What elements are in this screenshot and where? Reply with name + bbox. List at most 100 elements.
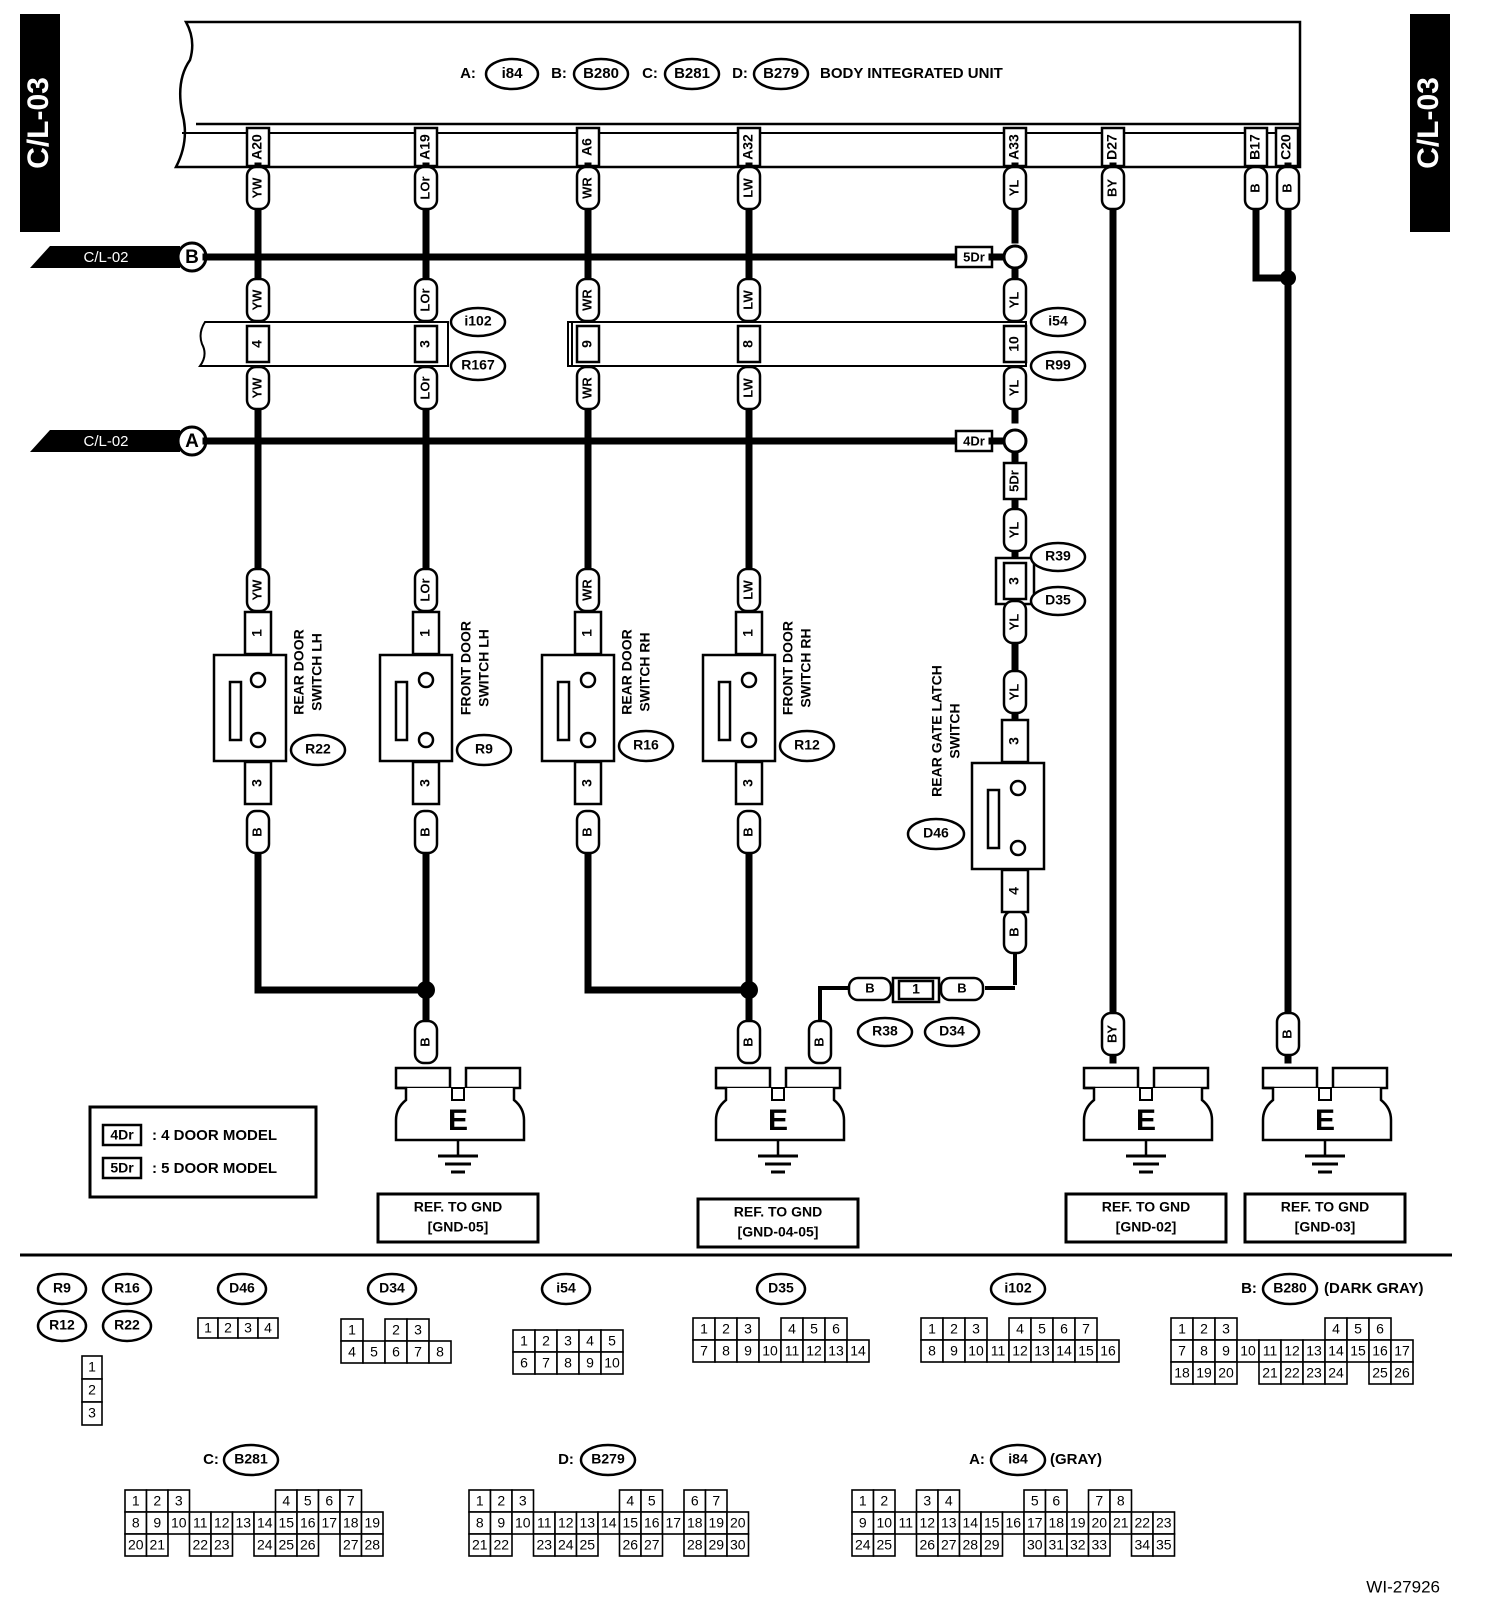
wire-color-wr: WR (579, 289, 594, 311)
connector-pin: 27 (644, 1537, 660, 1553)
connector-pin: 2 (153, 1493, 161, 1509)
connector-pin: 9 (153, 1515, 161, 1531)
connector-pin: 5 (648, 1493, 656, 1509)
model-legend: 4Dr : 4 DOOR MODEL 5Dr : 5 DOOR MODEL (88, 1105, 318, 1199)
legend-text-2: : 5 DOOR MODEL (152, 1160, 277, 1177)
wire-color-pill (736, 1019, 762, 1065)
connector-pin: 16 (1100, 1343, 1116, 1359)
bcm-prefix-b: B: (551, 65, 567, 82)
connector-pin: 19 (1070, 1515, 1086, 1531)
harness-right-pin-a: 9 (579, 340, 595, 348)
wire-color-b: B (811, 1037, 826, 1046)
connector-cell (1324, 1361, 1348, 1385)
connector-pin: 4 (282, 1493, 290, 1509)
rear-lh-label-2: SWITCH LH (309, 633, 325, 711)
connector-id-pill (755, 1272, 807, 1306)
front-rh-label-2: SWITCH RH (798, 628, 814, 707)
ground-ref-box (1064, 1192, 1228, 1244)
connector-pin: 25 (579, 1537, 595, 1553)
connector-pin: 23 (214, 1537, 230, 1553)
ground-ref-box (696, 1197, 860, 1249)
connector-pin: 24 (1328, 1365, 1344, 1381)
wire-color-yl: YL (1006, 684, 1021, 701)
gate-inline-tag-top: R39 (1045, 548, 1071, 564)
harness-right-pin-c: 10 (1006, 336, 1022, 352)
wire-color-yl: YL (1006, 180, 1021, 197)
ground-terminal (1082, 1066, 1140, 1090)
ground-ref-line2: [GND-03] (1295, 1219, 1356, 1235)
rear-lh-connector: R22 (305, 741, 331, 757)
connector-cell (872, 1533, 896, 1557)
connector-cell (1096, 1339, 1120, 1363)
ground-ref-line2: [GND-04-05] (738, 1224, 819, 1240)
connector-cell (489, 1533, 513, 1557)
connector-cell (726, 1533, 750, 1557)
wire-color-pill (939, 976, 985, 1002)
connector-pin: 22 (493, 1537, 509, 1553)
connector-pin: 15 (622, 1515, 638, 1531)
connector-pin: 8 (928, 1343, 936, 1359)
gate-pin-top: 3 (1006, 737, 1022, 745)
connector-pin: 7 (700, 1343, 708, 1359)
connector-prefix: A: (969, 1451, 985, 1468)
connector-pin: 27 (343, 1537, 359, 1553)
ground-terminal (464, 1066, 522, 1090)
front-rh-label-1: FRONT DOOR (780, 621, 796, 715)
ground-body (1261, 1086, 1393, 1142)
ref-a-model-tag: 4Dr (963, 433, 985, 448)
connector-pin: 23 (536, 1537, 552, 1553)
connector-pin: 5 (304, 1493, 312, 1509)
connector-pin: 6 (392, 1344, 400, 1360)
connector-pin: 19 (364, 1515, 380, 1531)
connector-pin: 2 (950, 1321, 958, 1337)
front-rh-pin-top: 1 (740, 629, 756, 637)
bcm-pin-c20: C20 (1278, 134, 1294, 160)
connector-pin: 7 (542, 1355, 550, 1371)
wire-color-pill (575, 365, 601, 411)
connector-cell (1152, 1533, 1176, 1557)
connector-pin: 8 (436, 1344, 444, 1360)
connector-pin: 14 (601, 1515, 617, 1531)
connector-pin: 15 (984, 1515, 1000, 1531)
connector-cell (846, 1339, 870, 1363)
connector-id-pill (579, 1443, 637, 1477)
connector-pin: 8 (1117, 1493, 1125, 1509)
connector-pin: 20 (1218, 1365, 1234, 1381)
connector-pin: 7 (347, 1493, 355, 1509)
wire-color-pill (1002, 365, 1028, 411)
wire-color-b: B (1279, 183, 1294, 192)
connector-pin: 1 (1178, 1321, 1186, 1337)
b-inline-tag-right: D34 (939, 1023, 965, 1039)
connector-pin: 14 (850, 1343, 866, 1359)
connector-pin: 9 (497, 1515, 505, 1531)
ref-a-letter: A (185, 431, 199, 452)
connector-pin: 14 (1056, 1343, 1072, 1359)
connector-pin: 28 (364, 1537, 380, 1553)
wire-color-pill (413, 1019, 439, 1065)
wire-color-by: BY (1104, 1025, 1119, 1043)
connector-id-pill (216, 1272, 268, 1306)
gate-connector: D46 (923, 825, 949, 841)
connector-id: D35 (768, 1280, 794, 1296)
left-page-tab-label: C/L-03 (22, 77, 55, 169)
connector-pin: 26 (919, 1537, 935, 1553)
connector-pin: 7 (1178, 1343, 1186, 1359)
connector-pin: 18 (687, 1515, 703, 1531)
ground-ref-line2: [GND-05] (428, 1219, 489, 1235)
connector-pin: 13 (579, 1515, 595, 1531)
front-lh-connector: R9 (475, 741, 493, 757)
wire-color-wr: WR (579, 579, 594, 601)
wire-color-pill (807, 1019, 833, 1065)
gate-wire-model-tag-box (1002, 461, 1028, 501)
connector-pin: 2 (722, 1321, 730, 1337)
connector-pin: 12 (806, 1343, 822, 1359)
bcm-connector-c: B281 (674, 65, 710, 82)
connector-cell (1390, 1361, 1414, 1385)
connector-id: D34 (379, 1280, 405, 1296)
bcm-connector-a: i84 (502, 65, 524, 82)
connector-pin: 21 (1262, 1365, 1278, 1381)
connector-pin: 10 (171, 1515, 187, 1531)
